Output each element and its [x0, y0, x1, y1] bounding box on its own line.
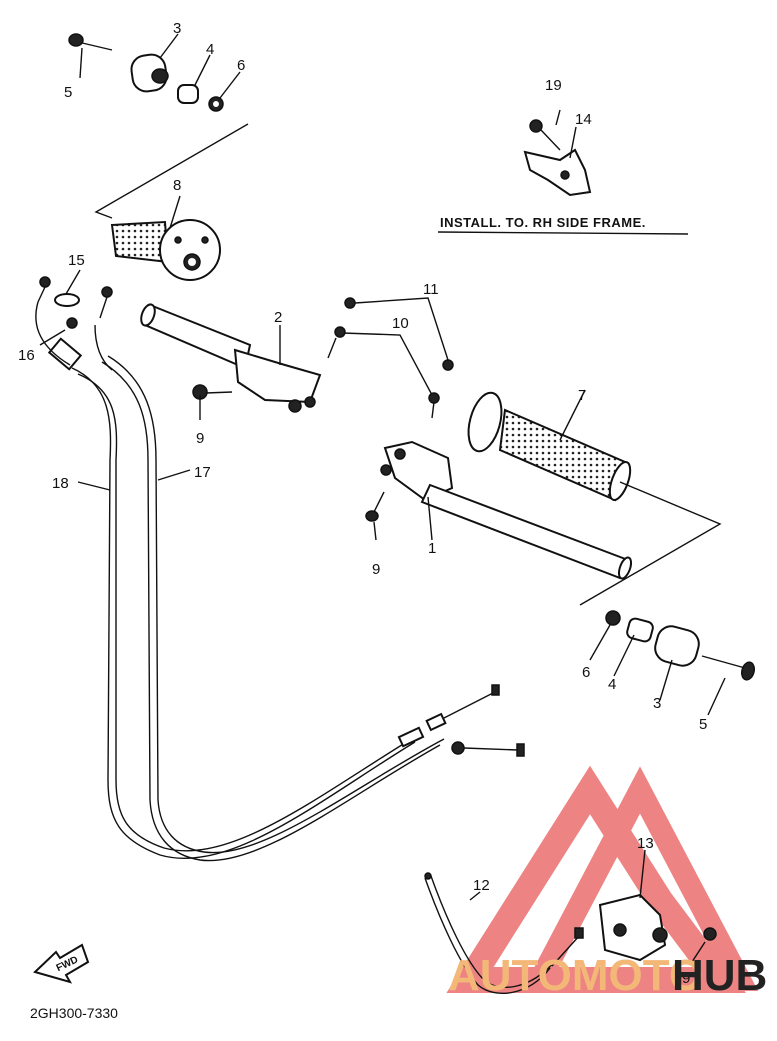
label-2: 2: [274, 309, 282, 326]
install-note-underline: [437, 231, 689, 235]
carb-cable-assembly: [424, 872, 717, 994]
watermark-part2: HUB: [672, 951, 767, 1000]
label-14: 14: [575, 111, 592, 128]
label-9-left: 9: [196, 430, 204, 447]
label-17: 17: [194, 464, 211, 481]
label-9-bottom: 9: [682, 970, 690, 987]
label-12: 12: [473, 877, 490, 894]
label-10: 10: [392, 315, 409, 332]
label-4-right: 4: [608, 676, 616, 693]
label-19: 19: [545, 77, 562, 94]
label-15: 15: [68, 252, 85, 269]
part-labels: 3 4 6 5 8 19 14 INSTALL. TO. RH SIDE FRA…: [18, 20, 707, 1021]
cable-ends-top: [37, 276, 113, 371]
left-handlebar: [140, 303, 322, 413]
leader-8: [94, 123, 249, 219]
label-8: 8: [173, 177, 181, 194]
label-5-right: 5: [699, 716, 707, 733]
watermark-part1: AUTOMOTO: [448, 951, 703, 1000]
label-9-mid: 9: [372, 561, 380, 578]
label-6-top: 6: [237, 57, 245, 74]
label-3-right: 3: [653, 695, 661, 712]
label-7: 7: [578, 387, 586, 404]
watermark-text: AUTOMOTO HUB: [448, 951, 767, 1000]
bar-end-left-group: [68, 33, 224, 112]
bracket-assembly: [523, 119, 592, 197]
label-6-right: 6: [582, 664, 590, 681]
throttle-grip: [110, 219, 221, 281]
throttle-cables: [35, 301, 445, 862]
label-1: 1: [428, 540, 436, 557]
label-13: 13: [637, 835, 654, 852]
screws-10-11: [327, 297, 454, 419]
install-note: INSTALL. TO. RH SIDE FRAME.: [440, 215, 646, 230]
label-4-top: 4: [206, 41, 214, 58]
leader-7: [579, 481, 722, 606]
label-18: 18: [52, 475, 69, 492]
clamp-bolt-left: [192, 384, 233, 400]
label-5-top: 5: [64, 84, 72, 101]
label-11: 11: [423, 281, 439, 298]
cable-end-fittings: [397, 684, 525, 757]
drawing-code: 2GH300-7330: [30, 1005, 118, 1021]
forward-arrow-icon: FWD: [33, 943, 90, 984]
left-grip: [467, 391, 632, 502]
right-handlebar: [365, 440, 633, 580]
label-16: 16: [18, 347, 35, 364]
bar-end-right-group: [605, 610, 755, 681]
label-3-top: 3: [173, 20, 181, 37]
label-leaders: [39, 33, 726, 966]
watermark-logo: [446, 765, 759, 993]
